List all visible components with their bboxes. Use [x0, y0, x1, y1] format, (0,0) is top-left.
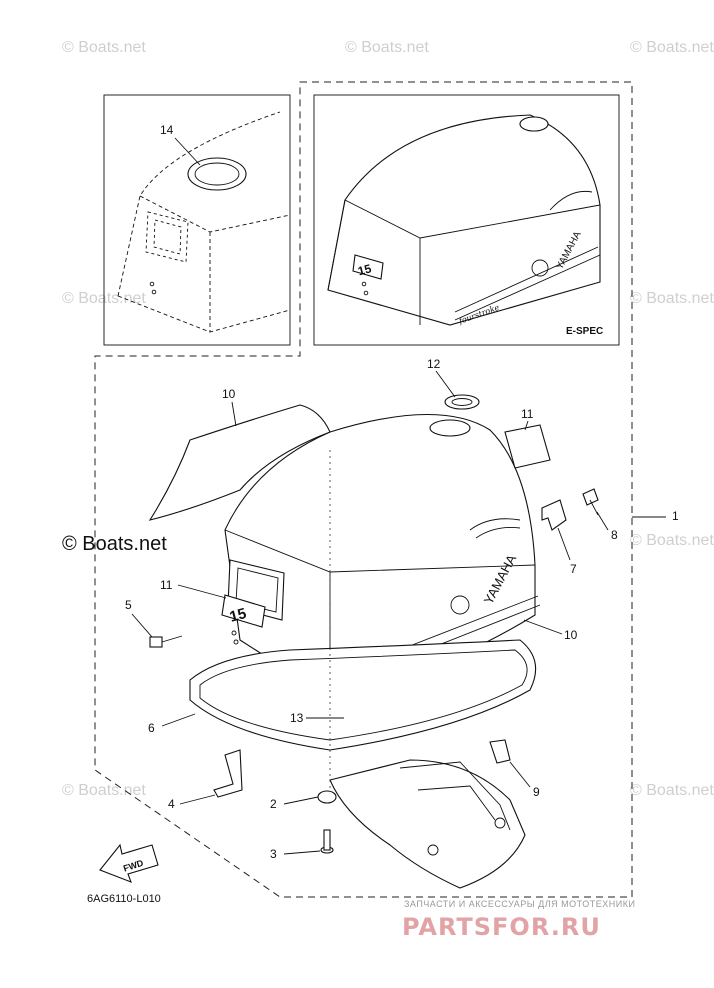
callout-11a: 11: [160, 578, 173, 592]
callout-13: 13: [290, 711, 304, 725]
diagram-code: 6AG6110-L010: [87, 893, 161, 905]
callout-1: 1: [672, 509, 679, 523]
bracket-4: [213, 749, 243, 798]
side-decal: [148, 404, 331, 521]
callout-3: 3: [270, 847, 277, 861]
inset-variant-label: E-SPEC: [566, 326, 603, 337]
callout-8: 8: [611, 528, 618, 542]
inset-standard-frame: [103, 94, 291, 346]
screw-5: [149, 635, 183, 648]
footer-tagline: ЗАПЧАСТИ И АКСЕССУАРЫ ДЛЯ МОТОТЕХНИКИ: [404, 899, 635, 909]
callout-10a: 10: [222, 387, 236, 401]
callout-5: 5: [125, 598, 132, 612]
callout-14: 14: [160, 123, 174, 137]
latch-bracket: [541, 499, 567, 531]
clip-9: [489, 739, 511, 764]
bolt-3: [320, 829, 334, 854]
callout-4: 4: [168, 797, 175, 811]
inset-standard-cover: [117, 111, 291, 333]
callout-2: 2: [270, 797, 277, 811]
grommet-2: [317, 790, 337, 804]
inset-espec-cover: 15 YAMAHA fourstroke: [327, 114, 601, 326]
model-decal-text: 15: [356, 261, 373, 278]
plug-decal: [444, 394, 480, 410]
footer-brand-logo: PARTSFOR.RU: [402, 913, 601, 941]
bolt-8: [582, 488, 599, 516]
model-decal: 15: [221, 594, 266, 628]
callout-11b: 11: [521, 407, 534, 421]
callout-9: 9: [533, 785, 540, 799]
cowling-seal: [189, 639, 537, 751]
forward-arrow-icon: FWD: [99, 843, 159, 883]
warning-label: [504, 424, 551, 469]
watermark-prominent: © Boats.net: [62, 533, 167, 555]
svg-text:15: 15: [228, 605, 249, 626]
assembly-boundary: [94, 81, 633, 898]
top-plug: [429, 419, 471, 437]
callout-12: 12: [427, 357, 441, 371]
inset-espec-frame: [313, 94, 620, 346]
watermark-text: © Boats.net: [345, 39, 429, 56]
callout-10b: 10: [564, 628, 578, 642]
watermark-text: © Boats.net: [630, 532, 714, 549]
watermark-text: © Boats.net: [62, 782, 146, 799]
watermark-text: © Boats.net: [630, 782, 714, 799]
watermark-text: © Boats.net: [630, 290, 714, 307]
watermark-text: © Boats.net: [62, 39, 146, 56]
callout-6: 6: [148, 721, 155, 735]
watermark-text: © Boats.net: [630, 39, 714, 56]
bottom-plate: [329, 759, 526, 889]
callout-7: 7: [570, 562, 577, 576]
